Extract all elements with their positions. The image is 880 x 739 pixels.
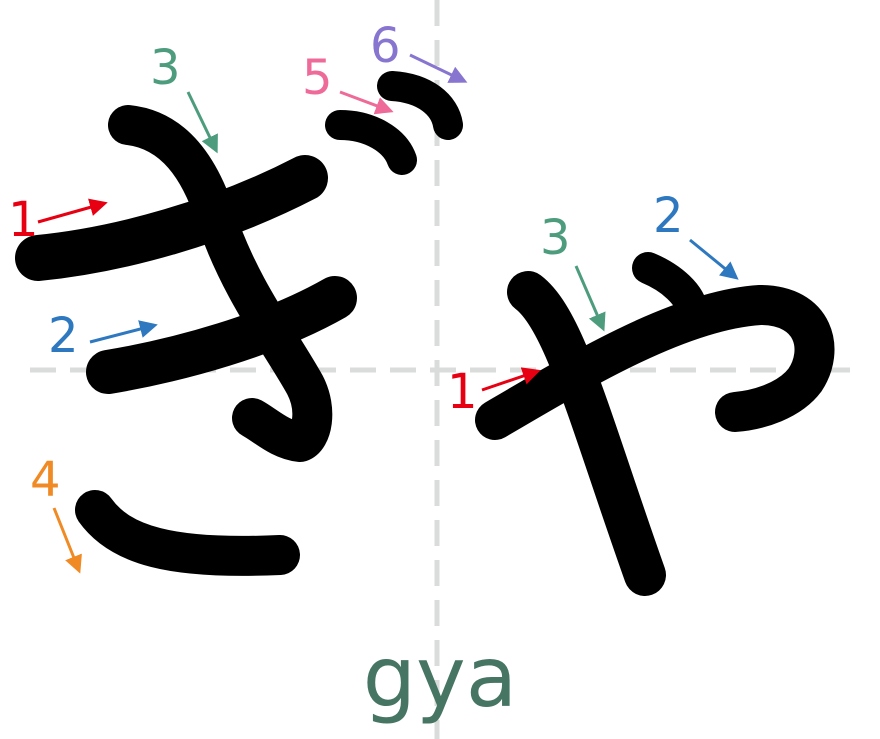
gi-stroke-5 — [325, 110, 417, 175]
ya-stroke-label-1: 1 — [447, 364, 478, 420]
ya-character — [475, 252, 835, 596]
gi-stroke-label-4: 4 — [30, 452, 61, 508]
arrow-gi-1 — [37, 198, 108, 224]
arrow-gi-2 — [89, 320, 158, 344]
arrow-ya-2 — [689, 238, 739, 280]
ya-stroke-1 — [475, 285, 835, 440]
direction-arrows — [37, 53, 739, 574]
gi-stroke-label-6: 6 — [370, 18, 401, 74]
arrow-gi-6 — [409, 53, 468, 83]
gi-stroke-6 — [377, 71, 463, 140]
romaji-label: gya — [362, 628, 518, 726]
gi-stroke-1 — [15, 155, 328, 281]
ya-stroke-label-3: 3 — [540, 210, 571, 266]
gi-stroke-label-5: 5 — [302, 50, 333, 106]
ya-stroke-label-2: 2 — [653, 188, 684, 244]
gi-stroke-4 — [75, 490, 300, 576]
gi-stroke-label-1: 1 — [8, 192, 39, 248]
arrow-gi-4 — [52, 507, 82, 574]
arrow-ya-1 — [481, 367, 541, 392]
arrow-ya-3 — [574, 265, 606, 332]
gi-stroke-3 — [108, 105, 333, 462]
gi-stroke-label-3: 3 — [150, 40, 181, 96]
arrow-gi-5 — [339, 90, 394, 115]
arrow-gi-3 — [186, 91, 218, 154]
gi-stroke-2 — [86, 276, 357, 394]
ya-stroke-2 — [632, 252, 708, 326]
gi-character — [15, 71, 463, 576]
ya-stroke-3 — [507, 271, 666, 596]
gi-stroke-label-2: 2 — [48, 308, 79, 364]
